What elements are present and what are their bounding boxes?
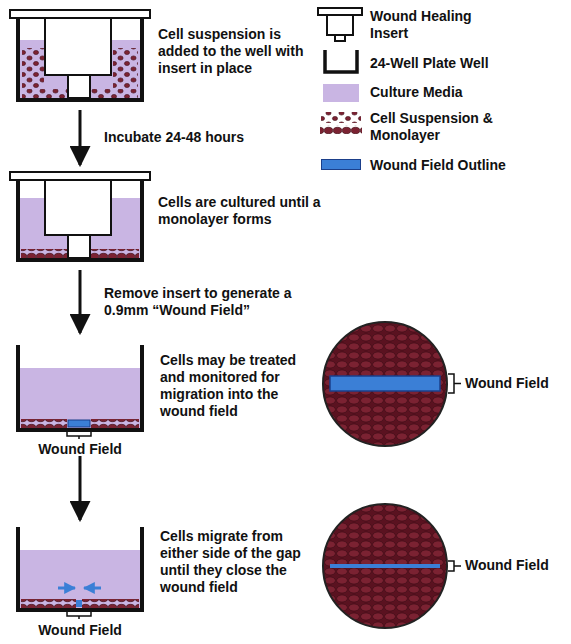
monolayer-icon bbox=[320, 125, 362, 134]
wound-field bbox=[76, 600, 82, 607]
well-wall bbox=[18, 180, 142, 260]
insert-body bbox=[45, 180, 111, 235]
wound-field-label: Wound Field bbox=[30, 622, 130, 639]
legend-text: Wound Field Outline bbox=[370, 157, 560, 174]
monolayer bbox=[21, 249, 67, 258]
well-wall bbox=[18, 527, 142, 610]
step-arrow bbox=[79, 270, 82, 333]
insert-icon-body bbox=[327, 15, 353, 35]
step-label: Cells may be treated and monitored for m… bbox=[160, 352, 318, 420]
monolayer bbox=[91, 249, 139, 258]
well-step-4 bbox=[18, 527, 142, 619]
cell-suspension bbox=[90, 89, 138, 98]
well-wall bbox=[18, 345, 142, 430]
insert-plate bbox=[10, 172, 150, 180]
step-label: Cell suspension is added to the well wit… bbox=[158, 26, 326, 77]
top-view-step-3 bbox=[323, 322, 461, 446]
insert-body bbox=[45, 18, 111, 75]
insert-foot bbox=[68, 75, 90, 98]
step-label: Remove insert to generate a 0.9mm “Wound… bbox=[104, 285, 304, 319]
cell-suspension-icon bbox=[321, 112, 361, 123]
insert-icon-foot bbox=[335, 35, 345, 41]
wound-field bbox=[68, 420, 90, 427]
wound-field bbox=[330, 564, 440, 568]
migration-arrow bbox=[58, 587, 75, 590]
cell-suspension bbox=[22, 89, 68, 98]
insert-foot bbox=[68, 235, 90, 258]
cell-suspension bbox=[22, 48, 44, 88]
legend-icons bbox=[318, 8, 362, 134]
monolayer bbox=[82, 599, 139, 608]
wound-field-label: Wound Field bbox=[465, 375, 565, 392]
legend-swatch bbox=[323, 84, 359, 102]
step-arrow bbox=[79, 110, 82, 165]
legend-text: Wound Healing Insert bbox=[370, 8, 495, 42]
bracket bbox=[67, 432, 91, 439]
insert-plate bbox=[10, 10, 150, 18]
migration-arrow bbox=[84, 587, 101, 590]
bracket bbox=[448, 561, 461, 571]
bracket bbox=[448, 374, 461, 393]
wound-field-label: Wound Field bbox=[465, 557, 565, 574]
top-view-step-4 bbox=[323, 504, 461, 628]
step-label: Cells are cultured until a monolayer for… bbox=[158, 194, 326, 228]
well-icon bbox=[325, 50, 357, 72]
cell-suspension bbox=[113, 48, 138, 88]
monolayer bbox=[21, 419, 67, 428]
monolayer bbox=[21, 599, 76, 608]
well-top-view bbox=[323, 322, 447, 446]
step-label: Incubate 24-48 hours bbox=[104, 129, 304, 146]
well-step-1 bbox=[10, 10, 150, 100]
well-top-view bbox=[323, 504, 447, 628]
legend-text: 24-Well Plate Well bbox=[370, 55, 560, 72]
legend-text: Culture Media bbox=[370, 84, 560, 101]
legend-text: Cell Suspension & Monolayer bbox=[370, 110, 510, 144]
bracket bbox=[67, 612, 91, 619]
culture-media bbox=[20, 550, 140, 608]
monolayer bbox=[91, 419, 139, 428]
step-arrow bbox=[79, 456, 82, 520]
legend-swatch bbox=[321, 159, 361, 170]
wound-field bbox=[330, 376, 440, 391]
well-wall bbox=[18, 18, 142, 100]
wound-field-label: Wound Field bbox=[30, 441, 130, 458]
well-step-3 bbox=[18, 345, 142, 439]
culture-media bbox=[20, 368, 140, 428]
step-label: Cells migrate from either side of the ga… bbox=[160, 528, 318, 596]
well-step-2 bbox=[10, 172, 150, 260]
insert-icon-plate bbox=[318, 8, 362, 15]
